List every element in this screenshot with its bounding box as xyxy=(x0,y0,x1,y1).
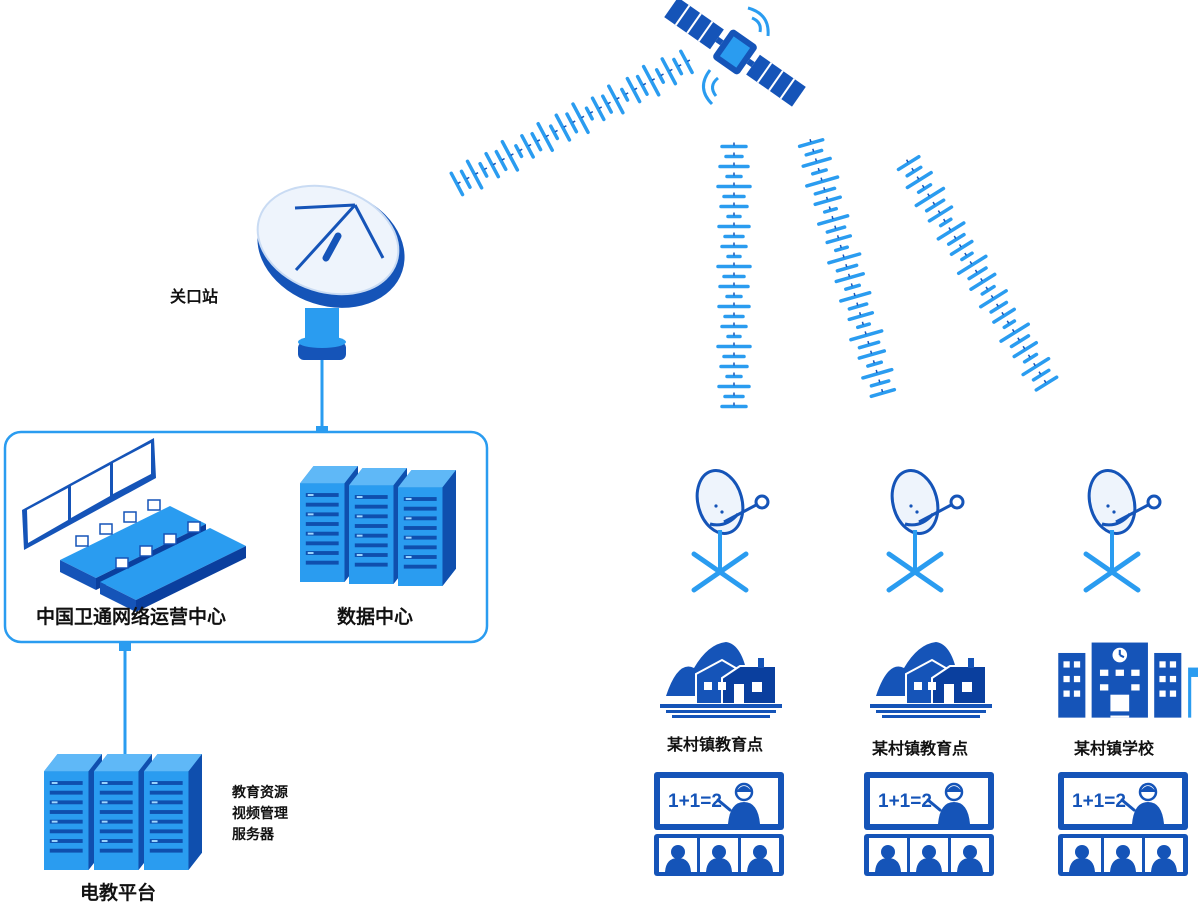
village-icon-2 xyxy=(868,640,994,720)
gateway-dish-icon xyxy=(256,184,405,360)
server-label: 教育资源 视频管理 服务器 xyxy=(232,783,288,846)
classroom-icon-3: 1+1=2 xyxy=(1056,770,1190,878)
server-label-line-1: 教育资源 xyxy=(232,785,288,801)
gateway-label: 关口站 xyxy=(170,287,219,306)
terminal-dish-icon-3 xyxy=(1082,465,1160,590)
downlink-signal-wave-1 xyxy=(716,140,752,415)
blackboard-text-1: 1+1=2 xyxy=(668,791,722,812)
blackboard-text-2: 1+1=2 xyxy=(878,791,932,812)
site-label-1: 某村镇教育点 xyxy=(667,735,764,754)
school-icon xyxy=(1056,640,1198,720)
ops-center-label: 中国卫通网络运营中心 xyxy=(36,606,227,628)
classroom-icon-2: 1+1=2 xyxy=(862,770,996,878)
connector-port-bottom xyxy=(119,643,131,651)
data-center-server-rack-icon xyxy=(300,466,456,586)
site-label-2: 某村镇教育点 xyxy=(872,739,969,758)
server-label-line-2: 视频管理 xyxy=(232,806,288,822)
village-icon-1 xyxy=(658,640,784,720)
downlink-signal-wave-3 xyxy=(893,151,1063,397)
education-server-rack-icon xyxy=(44,754,202,870)
server-label-line-3: 服务器 xyxy=(232,827,274,843)
connector-lines xyxy=(123,360,324,776)
uplink-signal-wave xyxy=(442,44,700,203)
blackboard-text-3: 1+1=2 xyxy=(1072,791,1126,812)
classroom-icon-1: 1+1=2 xyxy=(652,770,786,878)
site-label-3: 某村镇学校 xyxy=(1074,739,1155,758)
platform-label: 电教平台 xyxy=(80,882,157,904)
terminal-dish-icon-2 xyxy=(885,465,963,590)
downlink-signal-wave-2 xyxy=(792,132,902,406)
data-center-label: 数据中心 xyxy=(337,606,414,628)
satellite-icon xyxy=(664,0,806,107)
terminal-dish-icon-1 xyxy=(690,465,768,590)
connector-port-top xyxy=(316,426,328,434)
monitoring-wall-icon xyxy=(22,438,246,612)
